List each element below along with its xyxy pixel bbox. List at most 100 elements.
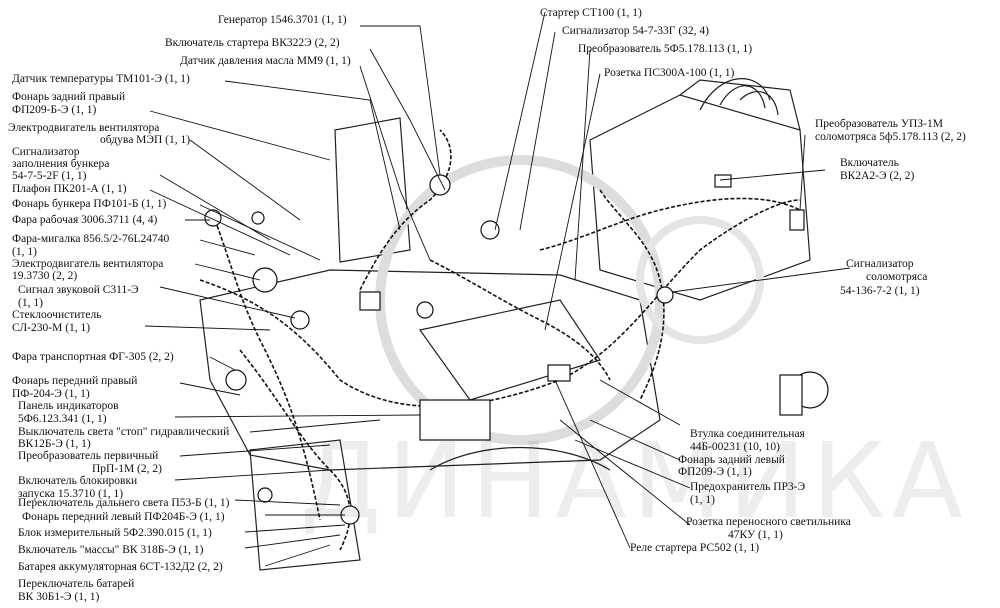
label-wiper-model: СЛ-230-М (1, 1) [12, 322, 91, 334]
label-connector-sleeve: Втулка соединительная [690, 428, 805, 440]
leader-oil [359, 65, 431, 261]
leader-generator [360, 25, 441, 176]
label-portable-socket-model: 47КУ (1, 1) [728, 529, 783, 541]
label-generator: Генератор 1546.3701 (1, 1) [218, 14, 347, 26]
label-temp-sensor: Датчик температуры ТМ101-Э (1, 1) [12, 73, 190, 85]
label-converter-5f5: Преобразователь 5Ф5.178.113 (1, 1) [578, 43, 753, 55]
label-work-light: Фара рабочая 3006.3711 (4, 4) [12, 214, 158, 226]
label-indicator-panel: Панель индикаторов [18, 400, 119, 412]
leader-lock [174, 469, 331, 481]
harness-bunker [599, 189, 665, 401]
label-bunker-signal-model: 54-7-5-2F (1, 1) [12, 170, 87, 182]
platform [249, 439, 361, 571]
label-fan-motor2: Электродвигатель вентилятора [12, 258, 164, 270]
leader-portable [559, 419, 691, 526]
leader-highbeam [234, 499, 341, 506]
label-fuse: Предохранитель ПР3-Э [690, 481, 806, 493]
horn-icon [290, 310, 310, 330]
leader-mass [244, 534, 341, 549]
leader-battery [264, 544, 331, 567]
leader-sleeve [599, 379, 681, 426]
harness-front [239, 349, 351, 551]
label-mass-switch: Включатель "массы" ВК 318Б-Э (1, 1) [18, 544, 204, 556]
label-rear-right-lamp: Фонарь задний правый [12, 91, 126, 103]
label-upz-converter-model: соломотряса 5ф5.178.113 (2, 2) [815, 131, 966, 143]
harness-main [199, 199, 801, 408]
leader-rear-left [589, 419, 681, 461]
label-flash-light: Фара-мигалка 856.5/2-76L24740 [12, 233, 170, 245]
label-starter-switch: Включатель стартера ВК322Э (2, 2) [165, 37, 340, 49]
leader-straw [671, 267, 851, 293]
label-meter-block: Блок измерительный 5Ф2.390.015 (1, 1) [18, 527, 212, 539]
label-horn-count: (1, 1) [18, 297, 43, 309]
label-lock-switch-model: запуска 15.3710 (1, 1) [18, 488, 124, 500]
label-horn: Сигнал звуковой С311-Э [18, 284, 139, 296]
label-straw-signal: Сигнализатор [846, 258, 914, 270]
label-wiper: Стеклоочиститель [12, 309, 102, 321]
label-battery-switch: Переключатель батарей [18, 578, 135, 590]
leader-panel [174, 414, 421, 418]
label-primary-converter: Преобразователь первичный [18, 450, 159, 462]
label-primary-converter-model: ПрП-1М (2, 2) [92, 463, 162, 475]
label-portable-socket: Розетка переносного светильника [686, 516, 851, 528]
leader-ceiling [149, 189, 291, 256]
grain-tubes [699, 78, 779, 116]
leader-socket [544, 73, 601, 331]
bunker-top [679, 79, 801, 131]
label-battery: Батарея аккумуляторная 6СТ-132Д2 (2, 2) [18, 561, 223, 573]
harness-rear [539, 197, 801, 251]
label-front-right-lamp-model: ПФ-204-Э (1, 1) [12, 388, 90, 400]
engine-block [418, 299, 601, 401]
label-switch-vk2a-model: ВК2А2-Э (2, 2) [840, 170, 915, 182]
relay-icon [547, 364, 571, 382]
label-front-left-lamp: Фонарь передний левый ПФ204Б-Э (1, 1) [22, 511, 225, 523]
leader-signal54 [519, 31, 556, 231]
leader-conv [574, 49, 591, 281]
leader-fan [189, 139, 301, 221]
label-flash-light-count: (1, 1) [12, 246, 37, 258]
label-fan-motor: Электродвигатель вентилятора [8, 122, 160, 134]
frame-outline [199, 269, 661, 471]
leader-primary [179, 444, 331, 457]
harness-engine [429, 259, 611, 381]
starter-icon [480, 220, 500, 240]
label-upz-converter: Преобразователь УПЗ-1М [815, 118, 943, 130]
upz-icon [789, 209, 805, 231]
fender [429, 447, 611, 471]
label-fan-motor-model: обдува МЭП (1, 1) [100, 134, 191, 146]
label-transport-light: Фара транспортная ФГ-305 (2, 2) [12, 351, 174, 363]
detail-bracket-icon [779, 374, 803, 416]
leader-meter [244, 524, 346, 533]
label-fan-motor2-model: 19.3730 (2, 2) [12, 270, 78, 282]
indicator-panel-icon [419, 399, 491, 441]
label-rear-right-lamp-model: ФП209-Б-Э (1, 1) [12, 104, 97, 116]
label-battery-switch-model: ВК 30Б1-Э (1, 1) [18, 591, 100, 603]
work-light-icon [204, 209, 222, 227]
signal-icon [416, 301, 434, 319]
watermark: ДИНАМИКА 76 [300, 420, 1000, 542]
leader-wiper [144, 325, 271, 331]
leader-flash [199, 239, 256, 256]
label-oil-pressure: Датчик давления масла ММ9 (1, 1) [180, 55, 351, 67]
leader-rear-right [149, 110, 331, 161]
leader-brake [249, 419, 381, 433]
lamp-icon [251, 211, 265, 225]
harness-cab [359, 129, 452, 291]
battery-switch-icon [257, 487, 273, 503]
motor-icon [252, 267, 278, 293]
label-starter-relay: Реле стартера РС502 (1, 1) [630, 542, 760, 554]
straw-signal-icon [656, 286, 674, 304]
label-switch-vk2a: Включатель [840, 157, 899, 169]
leader-starter-switch [369, 48, 446, 191]
label-brake-switch: Выключатель света "стоп" гидравлический [18, 426, 230, 438]
label-straw-signal-model: 54-136-7-2 (1, 1) [840, 285, 920, 297]
leader-relay [554, 379, 631, 549]
transport-light-icon [225, 369, 247, 391]
label-indicator-panel-model: 5Ф6.123.341 (1, 1) [18, 413, 107, 425]
leader-transport [209, 356, 236, 371]
label-ceiling-lamp: Плафон ПК201-А (1, 1) [12, 183, 127, 195]
leader-vk2a [719, 169, 826, 181]
label-lock-switch: Включатель блокировки [18, 475, 138, 487]
label-socket-ps300: Розетка ПС300А-100 (1, 1) [604, 67, 735, 79]
